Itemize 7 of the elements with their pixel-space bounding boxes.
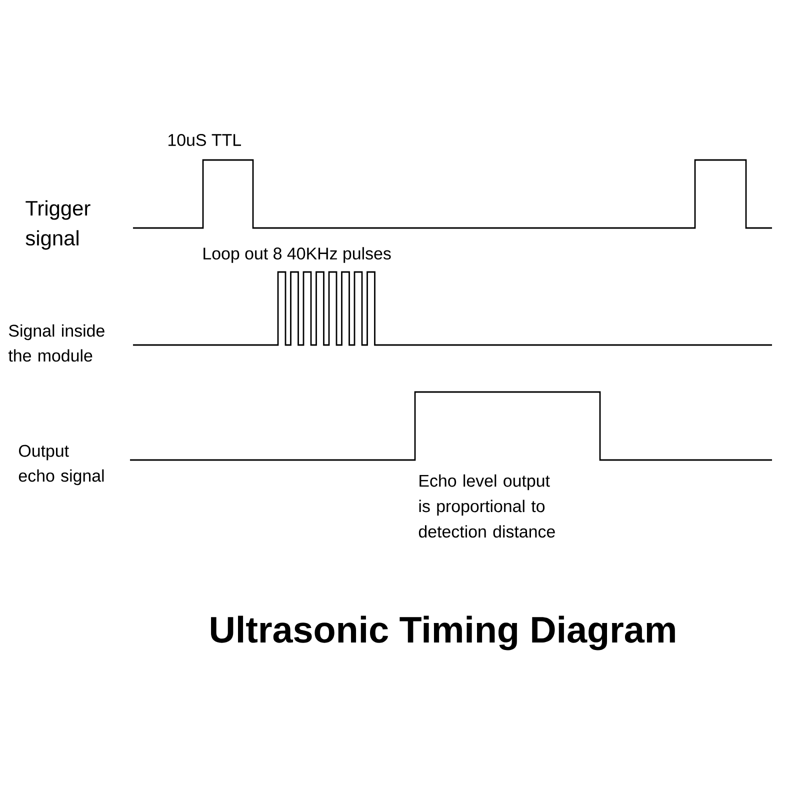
label: Signal inside the module: [8, 324, 104, 362]
label: Echo level output is proportional to detection distance: [418, 474, 555, 538]
label: Trigger signal: [26, 200, 90, 250]
label: Loop out 8 40KHz pulses: [204, 247, 391, 263]
title: Ultrasonic Timing Diagram: [211, 616, 675, 650]
label: Output echo signal: [18, 444, 104, 486]
label: 10uS TTL: [168, 134, 241, 146]
